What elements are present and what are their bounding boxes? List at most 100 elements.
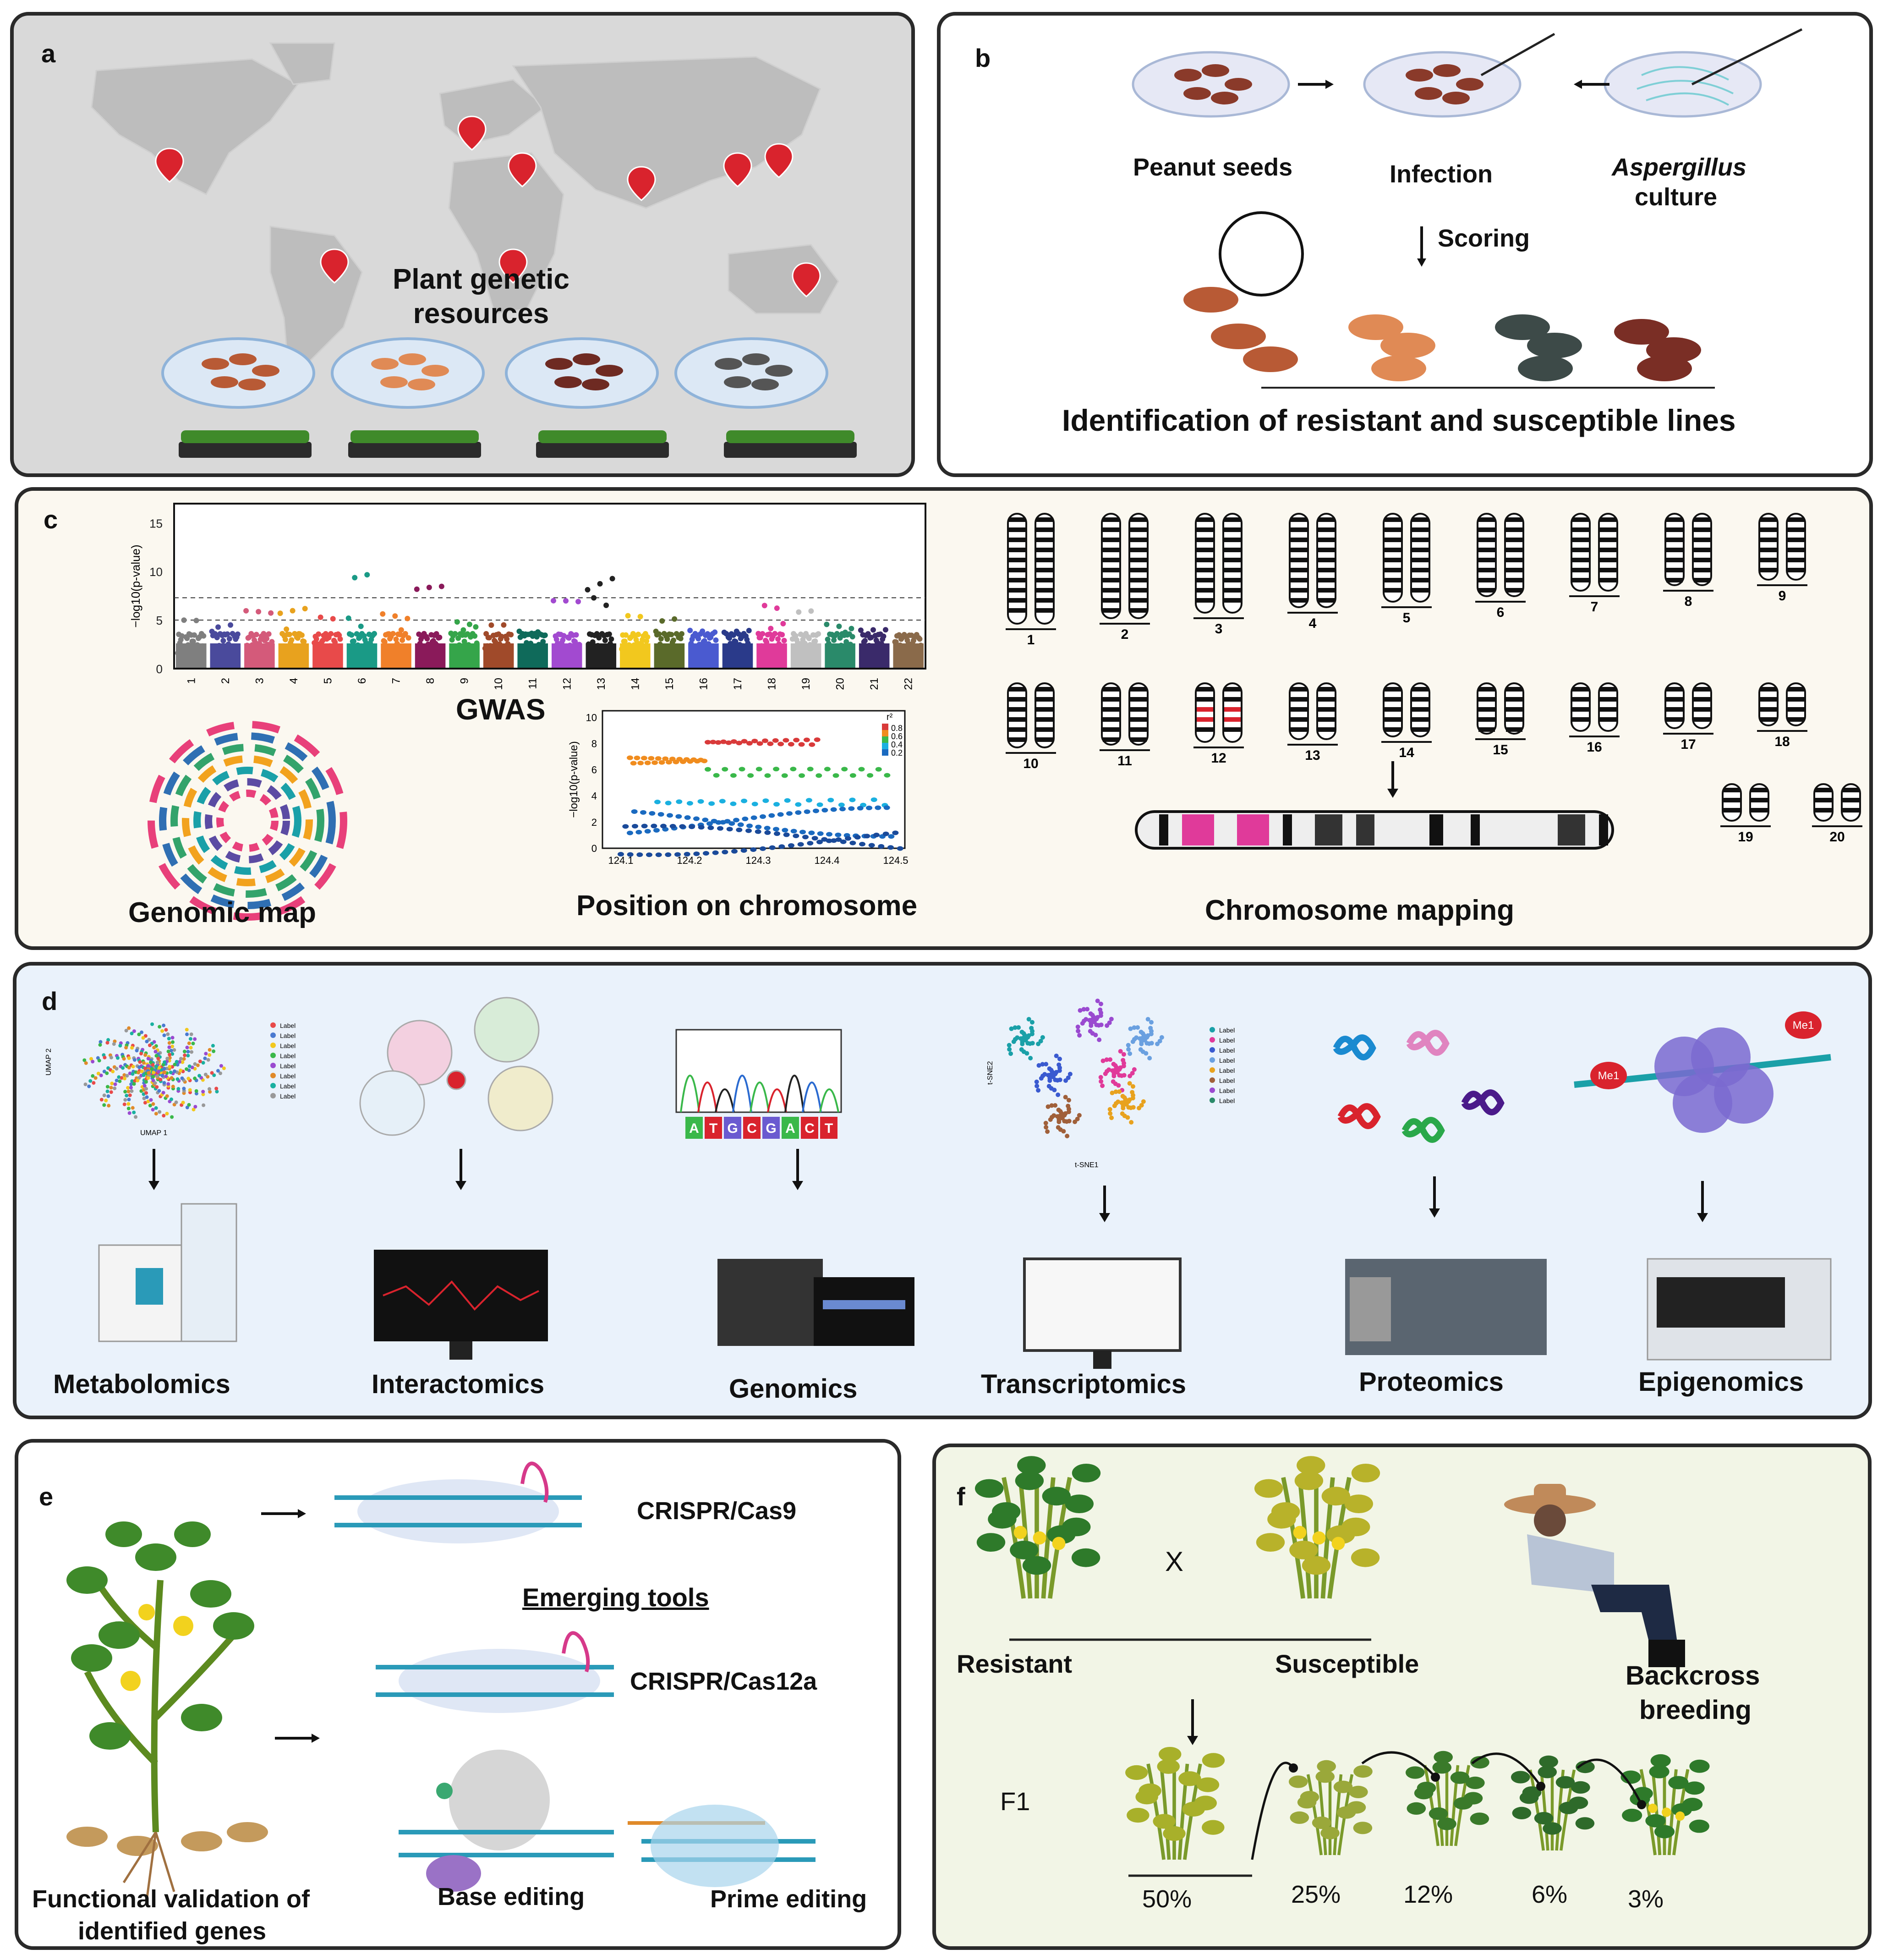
peanut-seeds-label: Peanut seeds	[1133, 154, 1293, 181]
chromosome-band	[1600, 527, 1616, 532]
snp-point	[622, 638, 628, 644]
umap-point	[189, 1032, 193, 1036]
chromosome-band	[1224, 598, 1241, 603]
chromosome-band	[1318, 517, 1335, 522]
tsne-point	[1020, 1042, 1025, 1047]
snp-point	[461, 638, 467, 644]
snp-point	[473, 624, 479, 630]
generation-arrowhead	[1536, 1782, 1545, 1791]
tsne-point	[1099, 1022, 1104, 1027]
chromosome-number: 20	[1829, 829, 1845, 845]
chromosome-band	[1036, 697, 1053, 702]
umap-ylabel: UMAP 2	[45, 1049, 53, 1076]
umap-point	[89, 1057, 93, 1061]
snp-point	[364, 572, 370, 578]
umap-point	[167, 1037, 171, 1041]
tsne-point	[1118, 1065, 1123, 1070]
umap-point	[165, 1112, 169, 1116]
percent-3: 3%	[1628, 1885, 1664, 1913]
regional-snp-point	[773, 767, 780, 772]
regional-xtick: 124.4	[814, 855, 839, 866]
umap-point	[142, 1073, 146, 1077]
chromosome-band	[415, 643, 446, 668]
tsne-point	[1035, 1083, 1040, 1088]
tsne-point	[1056, 1062, 1062, 1067]
chromosome-band	[176, 643, 207, 668]
snp-point	[836, 623, 842, 629]
chromosome-band	[449, 643, 480, 668]
umap-point	[132, 1110, 136, 1115]
base-letter: G	[766, 1121, 776, 1136]
regional-snp-point	[762, 798, 769, 803]
legend-label: Label	[1219, 1077, 1235, 1084]
snp-point	[452, 631, 458, 637]
snp-point	[781, 637, 787, 643]
legend-swatch	[882, 730, 888, 736]
regional-snp-point	[669, 824, 676, 829]
leaf	[1015, 1471, 1044, 1490]
snp-point	[358, 623, 364, 629]
generation-arrow	[1251, 1762, 1294, 1860]
umap-point	[137, 1032, 141, 1037]
umap-point	[171, 1085, 175, 1089]
chromosome-band	[859, 643, 890, 668]
umap-point	[151, 1108, 155, 1112]
panel-a-letter: a	[41, 39, 56, 68]
regional-snp-point	[764, 773, 771, 778]
manhattan-xtick: 9	[459, 678, 471, 684]
shirt	[1527, 1534, 1614, 1594]
umap-point	[148, 1043, 152, 1048]
chromosome-band	[1760, 687, 1777, 692]
legend-label: Label	[1219, 1067, 1235, 1074]
chromosome-band	[586, 643, 617, 668]
regional-snp-point	[739, 767, 745, 772]
snp-point	[608, 636, 614, 642]
chromosome-band	[1291, 588, 1307, 593]
chromosome-band	[1788, 568, 1804, 572]
umap-point	[191, 1042, 195, 1046]
manhattan-xtick: 12	[561, 678, 573, 690]
umap-point	[127, 1026, 131, 1030]
tsne-point	[1139, 1103, 1144, 1108]
regional-snp-point	[637, 761, 644, 766]
legend-dot	[270, 1043, 276, 1048]
chromosome-band	[1666, 538, 1683, 542]
chromosome-band	[1600, 697, 1616, 702]
regional-snp-point	[783, 832, 790, 837]
regional-snp-point	[830, 807, 837, 812]
regional-ylabel: −log10(p-value)	[568, 741, 580, 818]
chromosome-band	[1600, 707, 1616, 712]
regional-snp-point	[764, 825, 771, 830]
umap-point	[154, 1112, 158, 1116]
regional-snp-point	[708, 801, 715, 806]
panel-d-letter: d	[42, 987, 58, 1016]
umap-point	[142, 1084, 147, 1088]
chromosome-band	[1506, 548, 1522, 552]
chromosome-band	[1694, 697, 1710, 702]
regional-snp-point	[745, 828, 752, 833]
tsne-point	[1029, 1026, 1034, 1031]
regional-snp-point	[848, 806, 855, 811]
snp-point	[609, 576, 615, 582]
gene-editing-illustrations	[66, 1461, 816, 1901]
legend-dot	[1210, 1087, 1215, 1093]
leaf	[1349, 1785, 1368, 1798]
chromosome-band	[1224, 588, 1241, 593]
chromosome-band	[1572, 517, 1589, 522]
base-tile	[685, 1117, 703, 1139]
leaf	[1017, 1456, 1046, 1475]
chromosome-band	[1103, 697, 1119, 702]
umap-point	[182, 1057, 186, 1061]
chromosome-band	[1036, 578, 1053, 582]
leaf	[976, 1533, 1006, 1552]
leaf	[1645, 1814, 1666, 1828]
chromosome-pair: 20	[1812, 783, 1862, 845]
umap-point	[176, 1087, 181, 1091]
umap-point	[146, 1076, 150, 1080]
leaf	[1271, 1502, 1300, 1521]
regional-snp-point	[654, 799, 661, 804]
tsne-point	[1040, 1062, 1045, 1067]
chromosome-band	[1666, 558, 1683, 562]
regional-snp-point	[730, 773, 737, 778]
chromosome-band	[1318, 717, 1335, 722]
